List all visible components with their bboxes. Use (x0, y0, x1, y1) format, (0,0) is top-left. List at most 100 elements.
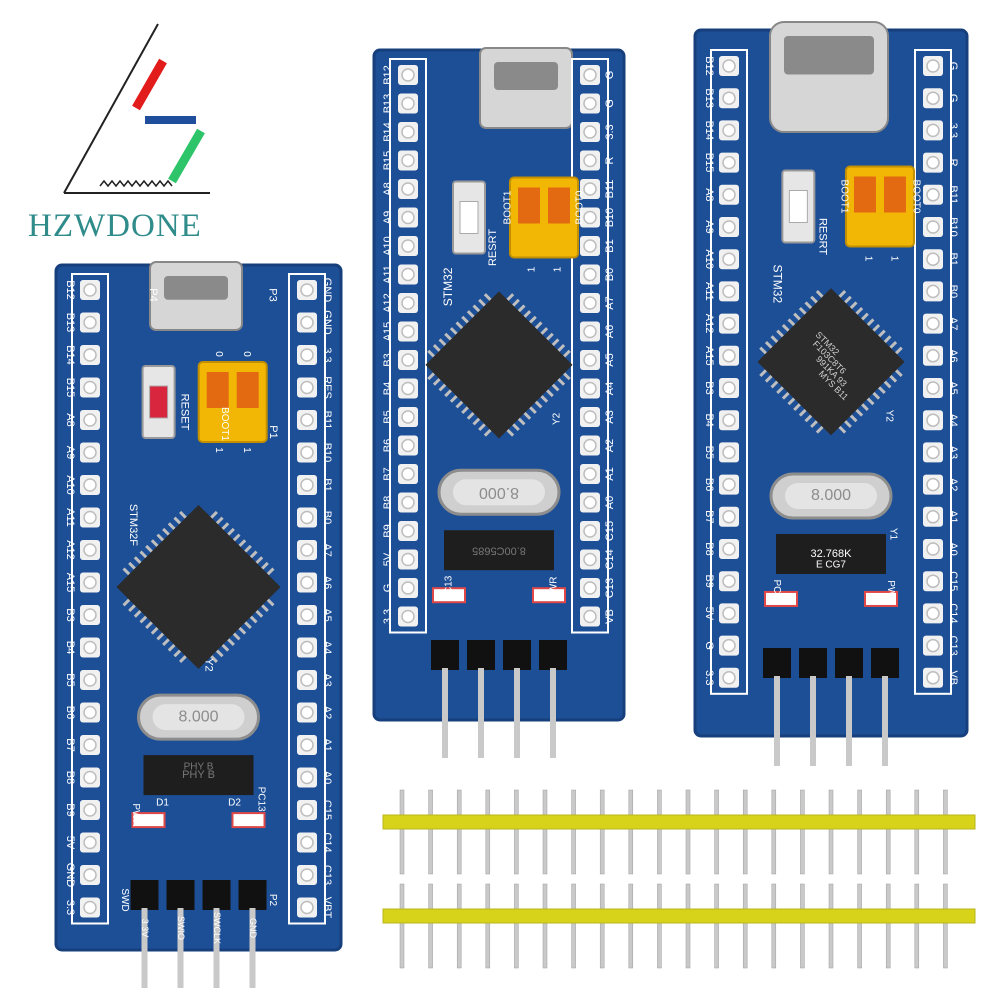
mcu-lead (150, 539, 159, 547)
pin-hole (401, 609, 415, 624)
left-pin-label: A12 (382, 293, 394, 313)
mcu-lead (861, 403, 869, 411)
right-pin-label: R (604, 156, 616, 164)
label-p4: P4 (147, 288, 159, 301)
left-pin-label: A10 (382, 236, 394, 256)
jumper-cap (518, 187, 540, 224)
right-pin-label: A7 (321, 543, 333, 556)
mcu-chip (116, 504, 281, 669)
left-pin-label: 5V (382, 552, 394, 566)
left-pin-label: B9 (382, 524, 394, 537)
pin-hole (300, 348, 314, 362)
right-pin-outline (914, 49, 952, 695)
mcu-lead (227, 638, 235, 646)
header-strip-pin (456, 883, 462, 969)
pin-hole (722, 542, 736, 556)
pin-hole (583, 267, 597, 282)
pin-hole (401, 96, 415, 111)
mcu-body (757, 288, 905, 436)
right-pin-label: G (947, 94, 959, 103)
pin-hole (583, 296, 597, 310)
label-boot0: BOOT0 (575, 190, 586, 224)
mcu-lead (128, 604, 136, 613)
mcu-lead (551, 383, 560, 392)
left-pin-label: A11 (382, 265, 394, 284)
mcu-lead (444, 389, 452, 398)
mcu-body (425, 291, 573, 439)
header-strip-pin (456, 789, 462, 875)
mcu-lead (478, 423, 486, 432)
right-pin-label: A4 (321, 641, 333, 654)
header-base (467, 640, 495, 670)
label-boot1: BOOT1 (219, 407, 230, 441)
brand-logo (63, 23, 210, 194)
mcu-lead (466, 411, 475, 420)
right-pin-label: G (604, 99, 616, 108)
mcu-lead (427, 372, 436, 381)
header-pin (810, 676, 816, 766)
pin-hole (722, 445, 736, 460)
mcu-lead (466, 310, 475, 318)
left-pin-label: B6 (382, 439, 394, 452)
mcu-lead (540, 394, 549, 403)
pin-hole (300, 510, 314, 525)
pin-hole (722, 284, 736, 299)
pin-hole (583, 495, 597, 510)
header-strip-plastic (382, 908, 976, 924)
mcu-lead (798, 307, 807, 315)
regulator-chip (776, 533, 886, 574)
pin-hole (401, 381, 415, 396)
label-boot1: BOOT1 (503, 190, 514, 224)
mcu-lead (173, 649, 182, 658)
pin-hole (926, 155, 940, 170)
pin-hole (583, 381, 597, 396)
mcu-lead (844, 420, 852, 428)
header-strip-pin (514, 789, 519, 875)
header-strip-pin (685, 789, 691, 875)
pin-hole (926, 91, 940, 105)
mcu-lead (133, 609, 142, 618)
mcu-lead (517, 304, 526, 313)
smd-led (764, 590, 798, 607)
header-base (202, 880, 231, 910)
left-pin-label: A11 (64, 508, 76, 527)
label-jumper-0b: 0 (241, 351, 252, 357)
header-strip-pin (571, 883, 576, 969)
label-jumper-1a: 1 (527, 266, 538, 272)
pin-hole (926, 252, 940, 266)
pin-hole (583, 552, 597, 567)
pin-hole (583, 410, 597, 424)
mcu-lead (534, 400, 543, 409)
pin-hole (300, 413, 314, 427)
header-strip-pin (485, 883, 491, 969)
pin-hole (401, 296, 415, 310)
left-pin-label: A15 (64, 573, 76, 593)
mcu-lead (798, 408, 807, 417)
right-pin-label: A4 (604, 382, 616, 395)
pin-hole (401, 524, 415, 538)
pin-hole (401, 153, 415, 168)
right-pin-label: C14 (321, 832, 333, 852)
mcu-lead (478, 298, 486, 307)
left-pin-label: B14 (703, 121, 715, 141)
right-pin-label: B11 (321, 411, 333, 430)
mcu-lead (266, 598, 275, 607)
pin-hole (83, 835, 97, 850)
pin-hole (583, 609, 597, 624)
left-pin-label: B5 (703, 446, 715, 459)
pin-hole (300, 900, 314, 915)
header-strip-pin (800, 789, 805, 875)
pin-hole (401, 353, 415, 367)
pin-hole (401, 467, 415, 481)
reset-button-cap (459, 201, 479, 234)
label-boot1: BOOT1 (838, 180, 849, 214)
mcu-lead (883, 380, 892, 389)
right-pin-label: A6 (604, 325, 616, 338)
header-strip-plastic (382, 814, 976, 830)
left-pin-label: B13 (703, 88, 715, 108)
header-strip-pin (914, 883, 920, 969)
pin-hole (83, 348, 97, 362)
mcu-lead (472, 304, 481, 313)
